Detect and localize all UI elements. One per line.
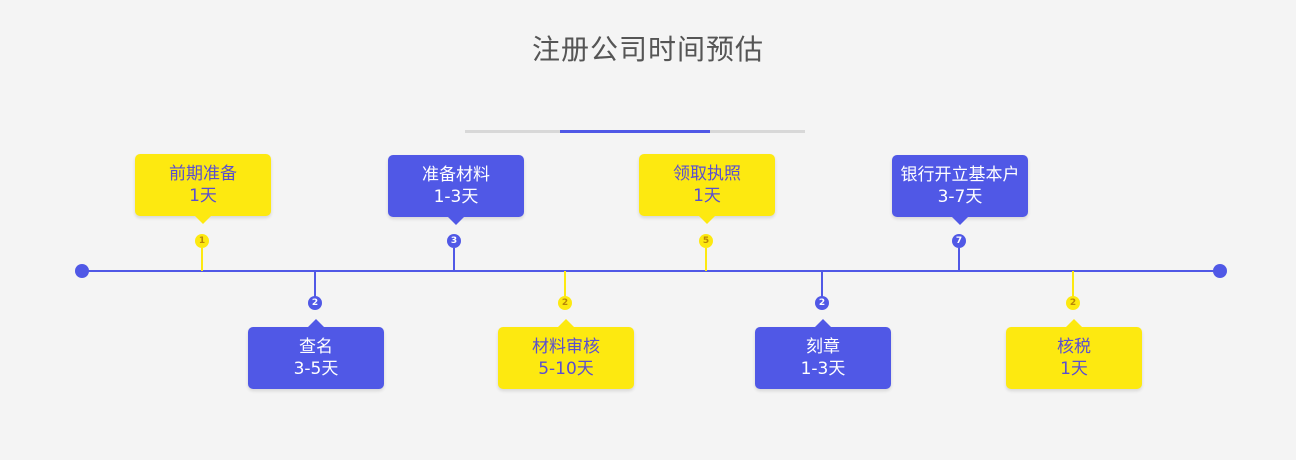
step-stem [314,271,316,297]
step-marker: 2 [558,296,572,310]
step-stem [705,248,707,271]
step-name: 领取执照 [673,164,741,184]
step-duration: 1天 [693,186,721,206]
step-stem [958,248,960,271]
card-pointer [557,319,575,328]
step-name: 查名 [299,337,333,357]
step-name: 核税 [1057,337,1091,357]
step-duration: 3-7天 [937,187,983,207]
step-duration: 5-10天 [538,359,594,379]
step-duration: 1天 [189,186,217,206]
timeline-axis [82,270,1220,272]
step-card: 银行开立基本户 3-7天 [892,155,1028,225]
step-card: 材料审核 5-10天 [498,319,634,389]
step-marker: 1 [195,234,209,248]
step-stem [201,248,203,271]
step-stem [1072,271,1074,297]
timeline-start-dot [75,264,89,278]
card-pointer [951,216,969,225]
step-stem [821,271,823,297]
step-marker: 2 [815,296,829,310]
step-duration: 1-3天 [433,187,479,207]
card-pointer [194,215,212,224]
step-name: 银行开立基本户 [900,165,1020,185]
card-pointer [1065,319,1083,328]
card-pointer [307,319,325,328]
timeline-end-dot [1213,264,1227,278]
page-title: 注册公司时间预估 [531,33,764,66]
step-name: 刻章 [806,337,840,357]
step-duration: 1天 [1060,359,1088,379]
step-marker: 2 [308,296,322,310]
step-marker: 3 [447,234,461,248]
step-marker: 5 [699,234,713,248]
card-pointer [814,319,832,328]
step-duration: 3-5天 [293,359,339,379]
step-stem [564,271,566,297]
step-stem [453,248,455,271]
step-duration: 1-3天 [800,359,846,379]
step-card: 领取执照 1天 [639,154,775,224]
step-marker: 7 [952,234,966,248]
title-underline-accent [560,130,710,133]
step-card: 准备材料 1-3天 [388,155,524,225]
card-pointer [698,215,716,224]
step-marker: 2 [1066,296,1080,310]
step-name: 材料审核 [532,337,600,357]
step-card: 刻章 1-3天 [755,319,891,389]
card-pointer [447,216,465,225]
step-card: 查名 3-5天 [248,319,384,389]
step-name: 准备材料 [422,165,490,185]
step-name: 前期准备 [169,164,237,184]
step-card: 前期准备 1天 [135,154,271,224]
step-card: 核税 1天 [1006,319,1142,389]
